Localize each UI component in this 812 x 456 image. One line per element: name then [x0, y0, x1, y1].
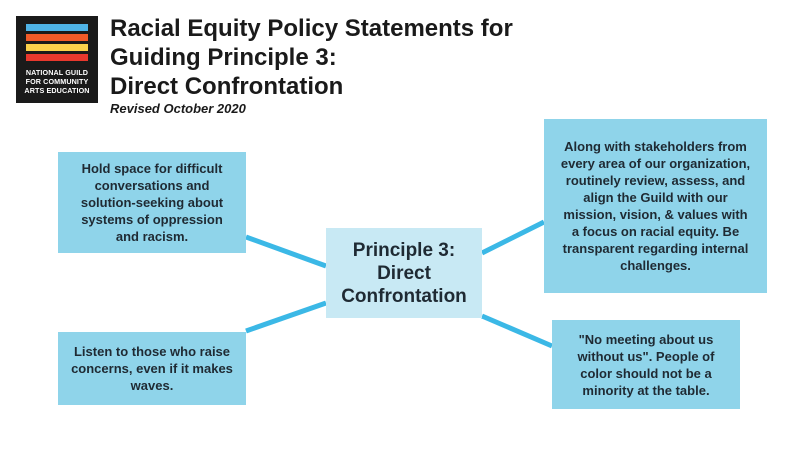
- node-top-left: Hold space for difficult conversations a…: [58, 152, 246, 253]
- node-bottom-right: "No meeting about us without us". People…: [552, 320, 740, 409]
- node-bottom-left: Listen to those who raise concerns, even…: [58, 332, 246, 405]
- logo-line-2: FOR COMMUNITY: [25, 77, 89, 86]
- connector-bottom-right: [481, 313, 553, 349]
- title-line-3: Direct Confrontation: [110, 73, 344, 100]
- center-line-3: Confrontation: [341, 285, 467, 307]
- node-bottom-left-text: Listen to those who raise concerns, even…: [71, 344, 233, 393]
- page-title: Racial Equity Policy Statements for Guid…: [110, 14, 610, 101]
- title-line-2: Guiding Principle 3:: [110, 44, 337, 71]
- connector-top-left: [245, 234, 327, 269]
- logo-stripe-yellow: [26, 44, 88, 51]
- center-line-1: Principle 3:: [352, 239, 456, 261]
- logo-stripe-blue: [26, 24, 88, 31]
- guild-logo: NATIONAL GUILD FOR COMMUNITY ARTS EDUCAT…: [16, 16, 98, 103]
- connector-bottom-left: [245, 300, 327, 334]
- logo-line-1: NATIONAL GUILD: [25, 68, 89, 77]
- revision-date: Revised October 2020: [110, 101, 246, 116]
- logo-stripe-red: [26, 54, 88, 61]
- node-top-right: Along with stakeholders from every area …: [544, 119, 767, 293]
- node-top-left-text: Hold space for difficult conversations a…: [80, 161, 224, 244]
- logo-line-3: ARTS EDUCATION: [24, 86, 90, 95]
- center-line-2: Direct: [377, 262, 431, 284]
- node-center: Principle 3: Direct Confrontation: [326, 228, 482, 318]
- logo-text: NATIONAL GUILD FOR COMMUNITY ARTS EDUCAT…: [20, 68, 94, 95]
- node-top-right-text: Along with stakeholders from every area …: [560, 139, 751, 273]
- logo-stripe-orange: [26, 34, 88, 41]
- node-bottom-right-text: "No meeting about us without us". People…: [577, 331, 715, 398]
- title-line-1: Racial Equity Policy Statements for: [110, 15, 513, 42]
- connector-top-right: [480, 219, 546, 256]
